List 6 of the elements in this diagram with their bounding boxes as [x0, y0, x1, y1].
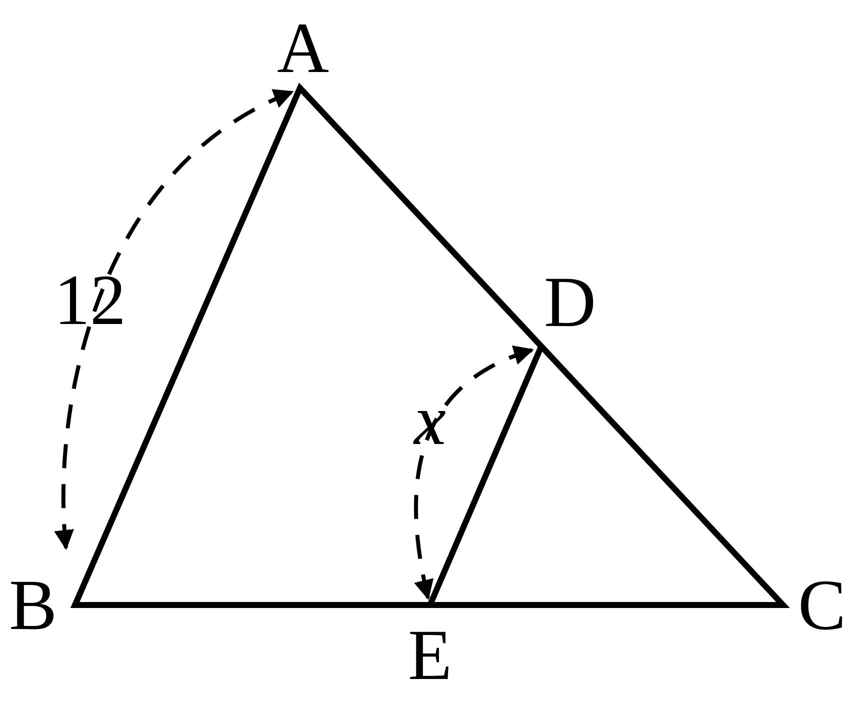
vertex-label: B: [8, 569, 58, 641]
vertex-label: A: [277, 12, 329, 84]
vertex-label: E: [408, 619, 452, 691]
vertex-label: C: [798, 569, 846, 641]
vertex-label: D: [544, 266, 596, 338]
dimension-label: 12: [54, 264, 126, 336]
